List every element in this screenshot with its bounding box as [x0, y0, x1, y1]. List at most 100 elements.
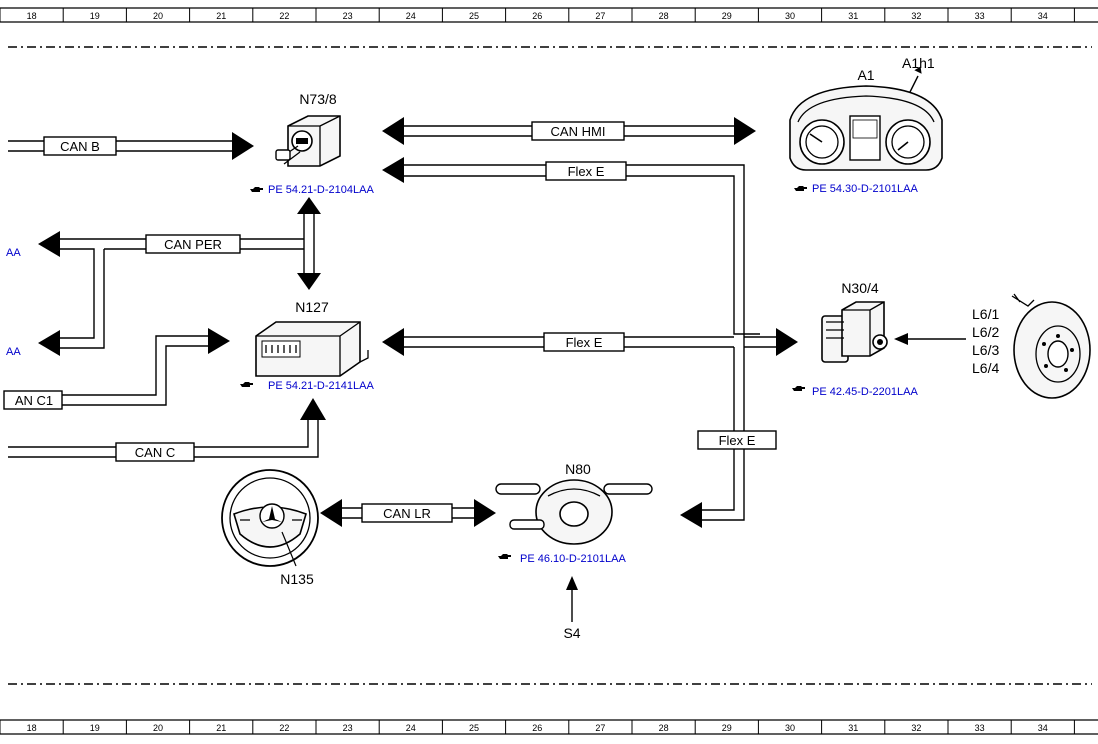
l6-3-label: L6/3	[972, 342, 999, 358]
ruler-number: 27	[595, 11, 605, 21]
ruler-number: 32	[911, 11, 921, 21]
flex-e-n80-arrow-left	[680, 502, 702, 528]
ruler-number: 22	[279, 723, 289, 733]
can-per-label: CAN PER	[164, 237, 222, 252]
n80-component: N80 PE 46.10-D-2101LAA	[495, 461, 653, 565]
s4-component: S4	[563, 576, 581, 641]
n73-link-arrow-up	[297, 197, 321, 214]
can-c-bus	[8, 418, 319, 458]
n80-ref[interactable]: PE 46.10-D-2101LAA	[520, 553, 626, 565]
l6-1-label: L6/1	[972, 306, 999, 322]
a1-component: A1 A1h1 PE 54.30-D-2101LAA	[789, 55, 943, 195]
l6-sensors-component: L6/1 L6/2 L6/3 L6/4	[894, 293, 1091, 399]
can-per-arrow-left-top	[38, 231, 60, 257]
ruler-number: 18	[27, 11, 37, 21]
l6-2-label: L6/2	[972, 324, 999, 340]
ruler-number: 23	[343, 11, 353, 21]
n127-link-arrow-down	[297, 273, 321, 290]
ruler-number: 31	[848, 723, 858, 733]
instrument-cluster-icon	[789, 85, 943, 171]
ruler-number: 19	[90, 11, 100, 21]
n30-4-label: N30/4	[841, 280, 879, 296]
ruler-number: 25	[469, 11, 479, 21]
can-b-label: CAN B	[60, 139, 100, 154]
can-b-arrow-right	[232, 132, 254, 160]
n127-label: N127	[295, 299, 329, 315]
flex-e-vert-label-box	[697, 430, 777, 450]
can-hmi-arrow-left	[382, 117, 404, 145]
flex-e-mid-label-box	[543, 332, 625, 352]
n135-component: N135	[221, 469, 319, 587]
ruler-number: 25	[469, 723, 479, 733]
control-unit-icon	[255, 321, 369, 377]
n127-ref[interactable]: PE 54.21-D-2141LAA	[268, 380, 374, 392]
ruler-number: 26	[532, 723, 542, 733]
can-lr-label: CAN LR	[383, 506, 431, 521]
can-per-label-box	[145, 234, 241, 254]
flex-e-vert-label: Flex E	[719, 433, 756, 448]
can-hmi-arrow-right	[734, 117, 756, 145]
can-hmi-label-box	[531, 121, 625, 141]
brake-disc-icon	[1011, 293, 1091, 399]
flex-e-n30-arrow-right	[776, 328, 798, 356]
can-b-label-box	[43, 136, 117, 156]
n73-8-component: N73/8 PE 54.21-D-2104LAA	[250, 91, 374, 196]
ruler-number: 24	[406, 11, 416, 21]
flex-e-top-arrow-left	[382, 157, 404, 183]
can-lr-arrow-right	[474, 499, 496, 527]
can-hmi-label: CAN HMI	[551, 124, 606, 139]
ruler-number: 18	[27, 723, 37, 733]
ignition-lock-icon	[275, 115, 341, 167]
can-c-label: CAN C	[135, 445, 175, 460]
ruler-number: 24	[406, 723, 416, 733]
ruler-number: 29	[722, 723, 732, 733]
ruler-number: 21	[216, 11, 226, 21]
ruler-number: 20	[153, 723, 163, 733]
a1-ref[interactable]: PE 54.30-D-2101LAA	[812, 183, 918, 195]
ruler-number: 33	[975, 723, 985, 733]
ruler-number: 29	[722, 11, 732, 21]
can-b-bus	[8, 140, 236, 152]
can-lr-label-box	[361, 503, 453, 523]
can-c1-bus	[8, 335, 210, 406]
ruler-number: 20	[153, 11, 163, 21]
ruler-number: 31	[848, 11, 858, 21]
ruler-number: 28	[659, 723, 669, 733]
flex-e-top-label-box	[545, 161, 627, 181]
ruler-number: 30	[785, 11, 795, 21]
ruler-number: 32	[911, 723, 921, 733]
offpage-ref-upper[interactable]: AA	[6, 247, 21, 259]
n127-component: N127 PE 54.21-D-2141LAA	[240, 299, 374, 392]
n73-8-label: N73/8	[299, 91, 337, 107]
offpage-ref-lower[interactable]: AA	[6, 346, 21, 358]
flex-e-mid-arrow-left	[382, 328, 404, 356]
ruler-number: 34	[1038, 11, 1048, 21]
l6-4-label: L6/4	[972, 360, 999, 376]
ruler-number: 27	[595, 723, 605, 733]
ruler-number: 26	[532, 11, 542, 21]
ruler-number: 21	[216, 723, 226, 733]
n135-label: N135	[280, 571, 314, 587]
n73-n127-link	[303, 214, 315, 276]
bottom-ruler: 18 19 20 21 22 23 24 25 26 27 28 29 30 31 32 33 34	[0, 719, 1098, 735]
ruler-number: 34	[1038, 723, 1048, 733]
can-c1-label: AN C1	[15, 393, 53, 408]
a1h1-label: A1h1	[902, 55, 935, 71]
a1-label: A1	[857, 67, 874, 83]
ruler-number: 19	[90, 723, 100, 733]
can-c-label-box	[115, 442, 195, 462]
steering-column-module-icon	[495, 479, 653, 545]
esp-hydraulic-unit-icon	[821, 301, 888, 363]
n73-8-ref[interactable]: PE 54.21-D-2104LAA	[268, 184, 374, 196]
s4-label: S4	[563, 625, 580, 641]
ruler-number: 23	[343, 723, 353, 733]
n80-label: N80	[565, 461, 591, 477]
steering-wheel-icon	[221, 469, 319, 567]
n30-4-ref[interactable]: PE 42.45-D-2201LAA	[812, 386, 918, 398]
flex-e-mid-label: Flex E	[566, 335, 603, 350]
can-lr-arrow-left	[320, 499, 342, 527]
can-c-arrow-up	[300, 398, 326, 420]
ruler-number: 30	[785, 723, 795, 733]
